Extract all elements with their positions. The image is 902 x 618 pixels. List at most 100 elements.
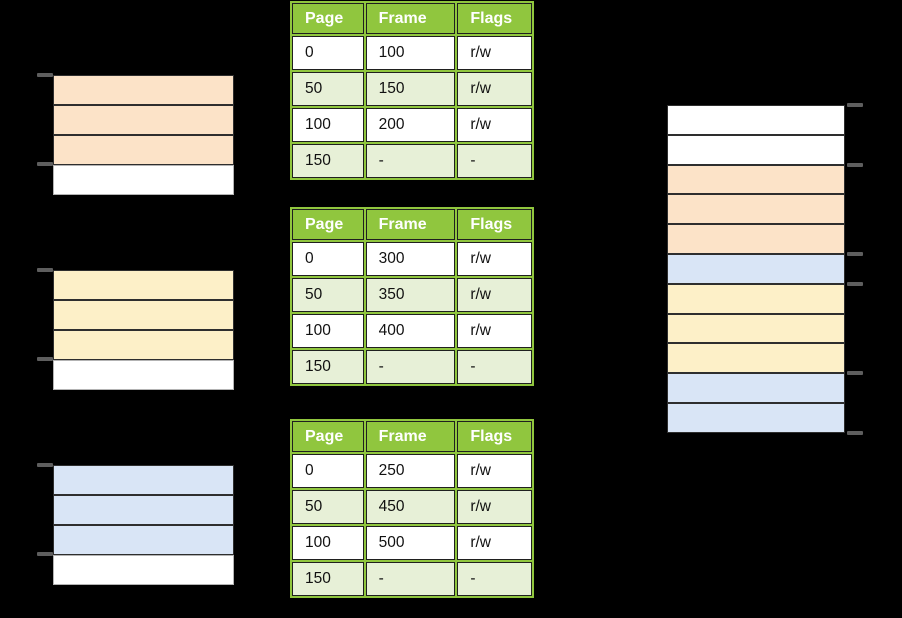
process-address-space-1 — [53, 75, 234, 195]
frame-cell: 300 — [365, 242, 456, 276]
page-cell: 0 — [292, 36, 364, 70]
page-cell: 100 — [292, 526, 364, 560]
table-row: 0 300 r/w — [292, 242, 532, 276]
tick-mark — [37, 268, 53, 272]
frame-cell: - — [365, 350, 456, 384]
frame-cell: 150 — [365, 72, 456, 106]
table-header-row: Page Frame Flags — [292, 209, 532, 240]
page-cell: 150 — [292, 562, 364, 596]
flags-cell: - — [457, 350, 532, 384]
column-header-flags: Flags — [457, 421, 532, 452]
address-space-row — [53, 105, 234, 135]
frame-cell: 400 — [365, 314, 456, 348]
memory-frame-row — [667, 253, 845, 284]
tick-mark — [37, 162, 53, 166]
column-header-page: Page — [292, 421, 364, 452]
column-header-page: Page — [292, 3, 364, 34]
flags-cell: r/w — [457, 526, 532, 560]
frame-cell: 500 — [365, 526, 456, 560]
flags-cell: r/w — [457, 454, 532, 488]
page-cell: 100 — [292, 108, 364, 142]
frame-cell: 100 — [365, 36, 456, 70]
table-row: 100 200 r/w — [292, 108, 532, 142]
address-space-row — [53, 330, 234, 360]
flags-cell: r/w — [457, 108, 532, 142]
memory-frame-row — [667, 373, 845, 403]
frame-cell: 200 — [365, 108, 456, 142]
frame-cell: 350 — [365, 278, 456, 312]
table-row: 50 150 r/w — [292, 72, 532, 106]
page-cell: 50 — [292, 490, 364, 524]
address-space-row — [53, 465, 234, 495]
flags-cell: - — [457, 144, 532, 178]
table-row: 150 - - — [292, 562, 532, 596]
table-row: 50 450 r/w — [292, 490, 532, 524]
frame-cell: 450 — [365, 490, 456, 524]
column-header-page: Page — [292, 209, 364, 240]
table-row: 50 350 r/w — [292, 278, 532, 312]
process-address-space-3 — [53, 465, 234, 585]
column-header-flags: Flags — [457, 3, 532, 34]
process-address-space-2 — [53, 270, 234, 390]
flags-cell: r/w — [457, 72, 532, 106]
tick-mark — [847, 281, 863, 286]
memory-frame-row — [667, 313, 845, 344]
table-row: 150 - - — [292, 350, 532, 384]
page-cell: 0 — [292, 454, 364, 488]
address-space-row — [53, 165, 234, 195]
table-row: 0 100 r/w — [292, 36, 532, 70]
page-table-3: Page Frame Flags 0 250 r/w 50 450 r/w 10… — [290, 419, 534, 598]
tick-mark — [847, 162, 863, 167]
page-cell: 150 — [292, 144, 364, 178]
flags-cell: r/w — [457, 314, 532, 348]
page-table-1: Page Frame Flags 0 100 r/w 50 150 r/w 10… — [290, 1, 534, 180]
memory-frame-row — [667, 343, 845, 374]
tick-mark — [847, 252, 863, 256]
memory-frame-row — [667, 105, 845, 135]
table-row: 150 - - — [292, 144, 532, 178]
physical-memory-map — [667, 105, 845, 433]
page-cell: 100 — [292, 314, 364, 348]
column-header-frame: Frame — [365, 209, 456, 240]
address-space-row — [53, 495, 234, 525]
tick-mark — [847, 430, 863, 435]
frame-cell: - — [365, 144, 456, 178]
table-header-row: Page Frame Flags — [292, 3, 532, 34]
frame-cell: 250 — [365, 454, 456, 488]
tick-mark — [37, 463, 53, 467]
flags-cell: r/w — [457, 36, 532, 70]
memory-frame-row — [667, 164, 845, 195]
page-cell: 0 — [292, 242, 364, 276]
memory-frame-row — [667, 283, 845, 314]
memory-frame-row — [667, 402, 845, 433]
memory-frame-row — [667, 224, 845, 254]
page-table-2: Page Frame Flags 0 300 r/w 50 350 r/w 10… — [290, 207, 534, 386]
address-space-row — [53, 135, 234, 165]
table-row: 0 250 r/w — [292, 454, 532, 488]
column-header-flags: Flags — [457, 209, 532, 240]
address-space-row — [53, 555, 234, 585]
address-space-row — [53, 360, 234, 390]
table-header-row: Page Frame Flags — [292, 421, 532, 452]
address-space-row — [53, 75, 234, 105]
tick-mark — [37, 552, 53, 556]
page-cell: 50 — [292, 278, 364, 312]
flags-cell: r/w — [457, 278, 532, 312]
address-space-row — [53, 525, 234, 555]
address-space-row — [53, 300, 234, 330]
flags-cell: - — [457, 562, 532, 596]
tick-mark — [37, 357, 53, 361]
tick-mark — [847, 103, 863, 107]
table-row: 100 500 r/w — [292, 526, 532, 560]
tick-mark — [37, 73, 53, 77]
memory-frame-row — [667, 194, 845, 225]
page-cell: 150 — [292, 350, 364, 384]
flags-cell: r/w — [457, 490, 532, 524]
frame-cell: - — [365, 562, 456, 596]
tick-mark — [847, 371, 863, 376]
flags-cell: r/w — [457, 242, 532, 276]
column-header-frame: Frame — [365, 421, 456, 452]
memory-frame-row — [667, 134, 845, 165]
column-header-frame: Frame — [365, 3, 456, 34]
table-row: 100 400 r/w — [292, 314, 532, 348]
